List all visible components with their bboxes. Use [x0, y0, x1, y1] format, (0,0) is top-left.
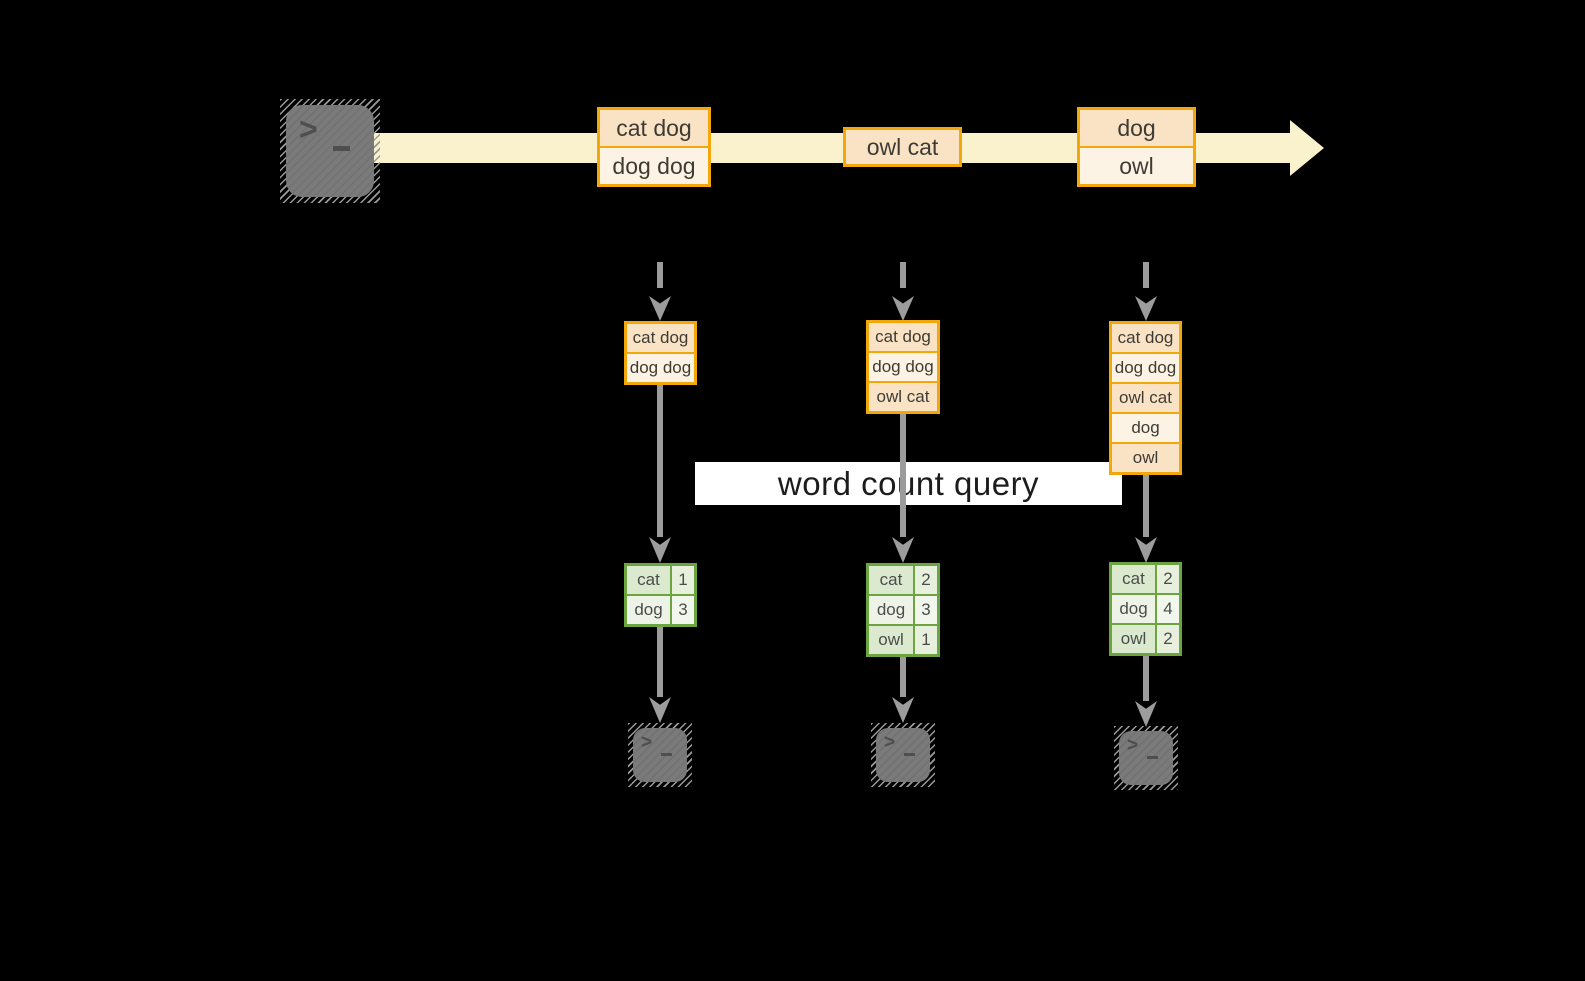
query-label: word count query — [777, 464, 1040, 502]
buffer-row: dog dog — [627, 354, 694, 382]
emit-arrow-line-3 — [1143, 656, 1149, 701]
word-cell: cat — [1112, 565, 1155, 593]
ingest-arrow-dash-3 — [1143, 262, 1149, 288]
buffer-row: dog — [1112, 414, 1179, 442]
ingest-arrowhead-3 — [1135, 296, 1157, 321]
terminal-screen: > — [633, 728, 687, 782]
emit-arrowhead-1 — [649, 697, 671, 723]
terminal-cursor-icon — [333, 146, 350, 151]
terminal-cursor-icon — [1147, 756, 1158, 759]
terminal-prompt-icon: > — [884, 732, 896, 753]
terminal-cursor-icon — [661, 753, 672, 756]
emit-arrowhead-2 — [892, 697, 914, 723]
table-row: cat 1 — [627, 566, 694, 594]
terminal-prompt-icon: > — [641, 732, 653, 753]
buffer-row: cat dog — [1112, 324, 1179, 352]
count-cell: 2 — [1157, 625, 1179, 653]
source-terminal-icon: > — [280, 99, 380, 203]
ingest-arrowhead-1 — [649, 296, 671, 321]
terminal-prompt-icon: > — [1127, 735, 1139, 756]
word-cell: owl — [1112, 625, 1155, 653]
buffer-row: owl — [1112, 444, 1179, 472]
emit-arrowhead-3 — [1135, 701, 1157, 727]
ingest-arrow-dash-1 — [657, 262, 663, 288]
terminal-prompt-icon: > — [299, 111, 318, 147]
count-cell: 2 — [1157, 565, 1179, 593]
buffer-row: dog dog — [1112, 354, 1179, 382]
word-cell: dog — [1112, 595, 1155, 623]
buffer-stack-2: cat dog dog dog owl cat — [866, 320, 940, 414]
word-cell: dog — [627, 596, 670, 624]
table-row: owl 2 — [1112, 625, 1179, 653]
buffer-row: owl cat — [1112, 384, 1179, 412]
ingest-arrowhead-2 — [892, 296, 914, 321]
buffer-row: dog dog — [869, 353, 937, 381]
query-arrowhead-2 — [892, 537, 914, 563]
event-box-2: owl cat — [843, 127, 962, 167]
query-arrow-line-1 — [657, 385, 663, 537]
word-cell: cat — [627, 566, 670, 594]
count-cell: 2 — [915, 566, 937, 594]
query-arrowhead-1 — [649, 537, 671, 563]
event-line: dog — [1080, 110, 1193, 146]
buffer-row: cat dog — [869, 323, 937, 351]
event-box-3: dog owl — [1077, 107, 1196, 187]
emit-arrow-line-1 — [657, 627, 663, 697]
table-row: owl 1 — [869, 626, 937, 654]
emit-arrow-line-2 — [900, 657, 906, 697]
stream-arrowhead-icon — [1290, 120, 1324, 176]
buffer-stack-1: cat dog dog dog — [624, 321, 697, 385]
query-band: word count query — [695, 462, 1122, 505]
terminal-screen: > — [1119, 731, 1173, 785]
output-terminal-icon-3: > — [1114, 726, 1178, 790]
query-arrowhead-3 — [1135, 537, 1157, 563]
query-arrow-line-3 — [1143, 475, 1149, 537]
terminal-screen: > — [876, 728, 930, 782]
word-cell: dog — [869, 596, 913, 624]
terminal-cursor-icon — [904, 753, 915, 756]
table-row: dog 3 — [869, 596, 937, 624]
count-table-1: cat 1 dog 3 — [624, 563, 697, 627]
output-terminal-icon-2: > — [871, 723, 935, 787]
count-cell: 1 — [672, 566, 694, 594]
count-cell: 3 — [915, 596, 937, 624]
ingest-arrow-dash-2 — [900, 262, 906, 288]
count-table-2: cat 2 dog 3 owl 1 — [866, 563, 940, 657]
count-cell: 4 — [1157, 595, 1179, 623]
word-cell: owl — [869, 626, 913, 654]
terminal-screen: > — [286, 105, 374, 197]
table-row: cat 2 — [1112, 565, 1179, 593]
query-arrow-line-2 — [900, 414, 906, 537]
event-box-1: cat dog dog dog — [597, 107, 711, 187]
table-row: cat 2 — [869, 566, 937, 594]
table-row: dog 4 — [1112, 595, 1179, 623]
event-line: dog dog — [600, 148, 708, 184]
output-terminal-icon-1: > — [628, 723, 692, 787]
buffer-stack-3: cat dog dog dog owl cat dog owl — [1109, 321, 1182, 475]
buffer-row: owl cat — [869, 383, 937, 411]
buffer-row: cat dog — [627, 324, 694, 352]
table-row: dog 3 — [627, 596, 694, 624]
event-line: cat dog — [600, 110, 708, 146]
count-cell: 3 — [672, 596, 694, 624]
event-line: owl — [1080, 148, 1193, 184]
event-line: owl cat — [846, 130, 959, 164]
count-cell: 1 — [915, 626, 937, 654]
word-cell: cat — [869, 566, 913, 594]
count-table-3: cat 2 dog 4 owl 2 — [1109, 562, 1182, 656]
